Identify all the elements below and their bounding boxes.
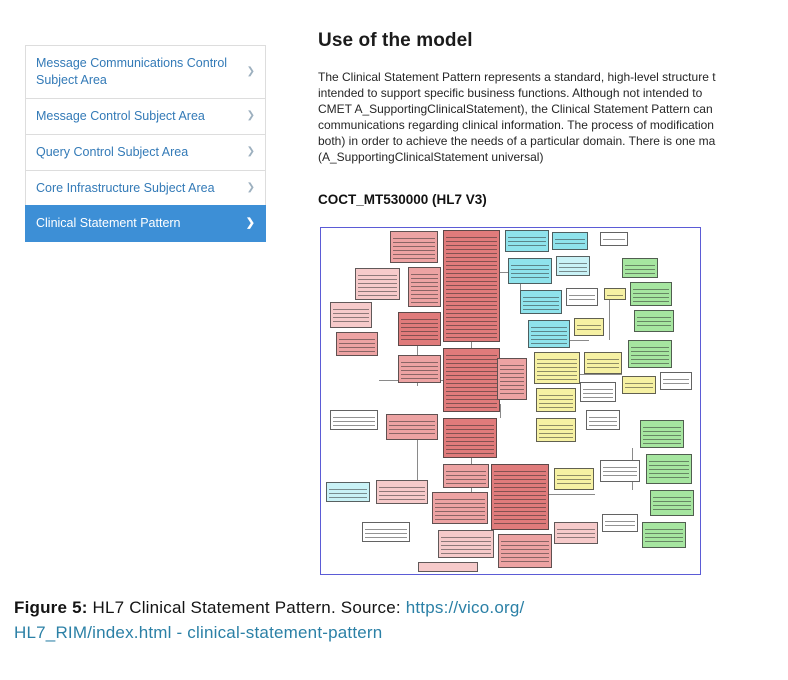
sidebar-item-core-infrastructure[interactable]: Core Infrastructure Subject Area ❯ <box>25 169 266 207</box>
paragraph-line: both) in order to achieve the needs of a… <box>318 134 716 148</box>
chevron-right-icon: ❯ <box>246 110 255 122</box>
diagram-class-box <box>330 302 372 328</box>
paragraph-line: communications regarding clinical inform… <box>318 118 714 132</box>
diagram-class-box <box>604 288 626 300</box>
caption-link[interactable]: https://vico.org/ <box>405 598 525 617</box>
body-paragraph: The Clinical Statement Pattern represent… <box>318 69 788 165</box>
diagram-class-box <box>505 230 549 252</box>
sidebar-item-clinical-statement-pattern[interactable]: Clinical Statement Pattern ❯ <box>25 205 266 243</box>
diagram-class-box <box>556 256 590 276</box>
diagram-class-box <box>491 464 549 530</box>
chevron-right-icon: ❯ <box>245 217 255 230</box>
diagram-class-box <box>622 376 656 394</box>
diagram-class-box <box>628 340 672 368</box>
diagram-class-box <box>554 468 594 490</box>
hl7-diagram <box>320 227 701 575</box>
paragraph-line: intended to support specific business fu… <box>318 86 703 100</box>
diagram-class-box <box>622 258 658 278</box>
diagram-class-box <box>528 320 570 348</box>
diagram-class-box <box>438 530 494 558</box>
diagram-class-box <box>566 288 598 306</box>
diagram-class-box <box>534 352 580 384</box>
caption-line: Figure 5: HL7 Clinical Statement Pattern… <box>14 595 524 620</box>
main-content: Use of the model The Clinical Statement … <box>318 30 788 207</box>
paragraph-line: The Clinical Statement Pattern represent… <box>318 70 716 84</box>
diagram-class-box <box>650 490 694 516</box>
diagram-class-box <box>602 514 638 532</box>
diagram-connector-line <box>417 440 418 480</box>
diagram-connector-line <box>500 272 520 273</box>
diagram-class-box <box>398 355 441 383</box>
diagram-connector-line <box>549 494 595 495</box>
sidebar-item-label: Message Communications Control Subject A… <box>36 56 228 87</box>
diagram-class-box <box>600 232 628 246</box>
hl7-diagram-canvas <box>321 228 700 574</box>
diagram-class-box <box>640 420 684 448</box>
chevron-right-icon: ❯ <box>246 146 255 158</box>
diagram-connector-line <box>609 300 610 340</box>
diagram-class-box <box>536 388 576 412</box>
diagram-class-box <box>390 231 438 263</box>
diagram-connector-line <box>580 374 622 375</box>
chevron-right-icon: ❯ <box>246 66 255 78</box>
diagram-class-box <box>554 522 598 544</box>
diagram-class-box <box>642 522 686 548</box>
diagram-class-box <box>660 372 692 390</box>
sidebar-item-query-control[interactable]: Query Control Subject Area ❯ <box>25 133 266 171</box>
sidebar-item-label: Query Control Subject Area <box>36 144 189 159</box>
diagram-class-box <box>508 258 552 284</box>
diagram-class-box <box>432 492 488 524</box>
sidebar-item-message-communications-control[interactable]: Message Communications Control Subject A… <box>25 45 266 99</box>
diagram-connector-line <box>520 282 521 290</box>
diagram-class-box <box>498 534 552 568</box>
diagram-class-box <box>600 460 640 482</box>
diagram-class-box <box>326 482 370 502</box>
diagram-class-box <box>630 282 672 306</box>
diagram-class-box <box>336 332 378 356</box>
diagram-class-box <box>646 454 692 484</box>
chevron-right-icon: ❯ <box>246 182 255 194</box>
diagram-class-box <box>330 410 378 430</box>
sidebar-item-label: Clinical Statement Pattern <box>36 216 181 231</box>
diagram-class-box <box>386 414 438 440</box>
diagram-class-box <box>634 310 674 332</box>
diagram-class-box <box>574 318 604 336</box>
diagram-class-box <box>443 418 497 458</box>
diagram-class-box <box>408 267 441 307</box>
paragraph-line: CMET A_SupportingClinicalStatement), the… <box>318 102 713 116</box>
diagram-class-box <box>418 562 478 572</box>
diagram-class-box <box>362 522 410 542</box>
diagram-class-box <box>584 352 622 374</box>
diagram-class-box <box>355 268 400 300</box>
sidebar-nav: Message Communications Control Subject A… <box>25 45 266 243</box>
caption-text: HL7 Clinical Statement Pattern. Source: <box>87 598 406 617</box>
diagram-title: COCT_MT530000 (HL7 V3) <box>318 192 487 207</box>
diagram-class-box <box>398 312 441 346</box>
caption-link[interactable]: HL7_RIM/index.html - clinical-statement-… <box>14 623 383 642</box>
diagram-class-box <box>586 410 620 430</box>
diagram-class-box <box>443 464 489 488</box>
sidebar-item-message-control[interactable]: Message Control Subject Area ❯ <box>25 97 266 135</box>
paragraph-line: (A_SupportingClinicalStatement universal… <box>318 150 544 164</box>
diagram-class-box <box>580 382 616 402</box>
section-heading: Use of the model <box>318 30 473 51</box>
diagram-connector-line <box>500 404 501 418</box>
diagram-class-box <box>376 480 428 504</box>
figure-caption: Figure 5: HL7 Clinical Statement Pattern… <box>14 595 524 645</box>
diagram-class-box <box>536 418 576 442</box>
diagram-class-box <box>443 348 500 412</box>
caption-line: HL7_RIM/index.html - clinical-statement-… <box>14 620 524 645</box>
diagram-connector-line <box>379 380 443 381</box>
diagram-class-box <box>443 230 500 342</box>
diagram-class-box <box>497 358 527 400</box>
diagram-class-box <box>552 232 588 250</box>
figure-label: Figure 5: <box>14 598 88 617</box>
sidebar-item-label: Message Control Subject Area <box>36 108 205 123</box>
sidebar-item-label: Core Infrastructure Subject Area <box>36 180 215 195</box>
diagram-class-box <box>520 290 562 314</box>
